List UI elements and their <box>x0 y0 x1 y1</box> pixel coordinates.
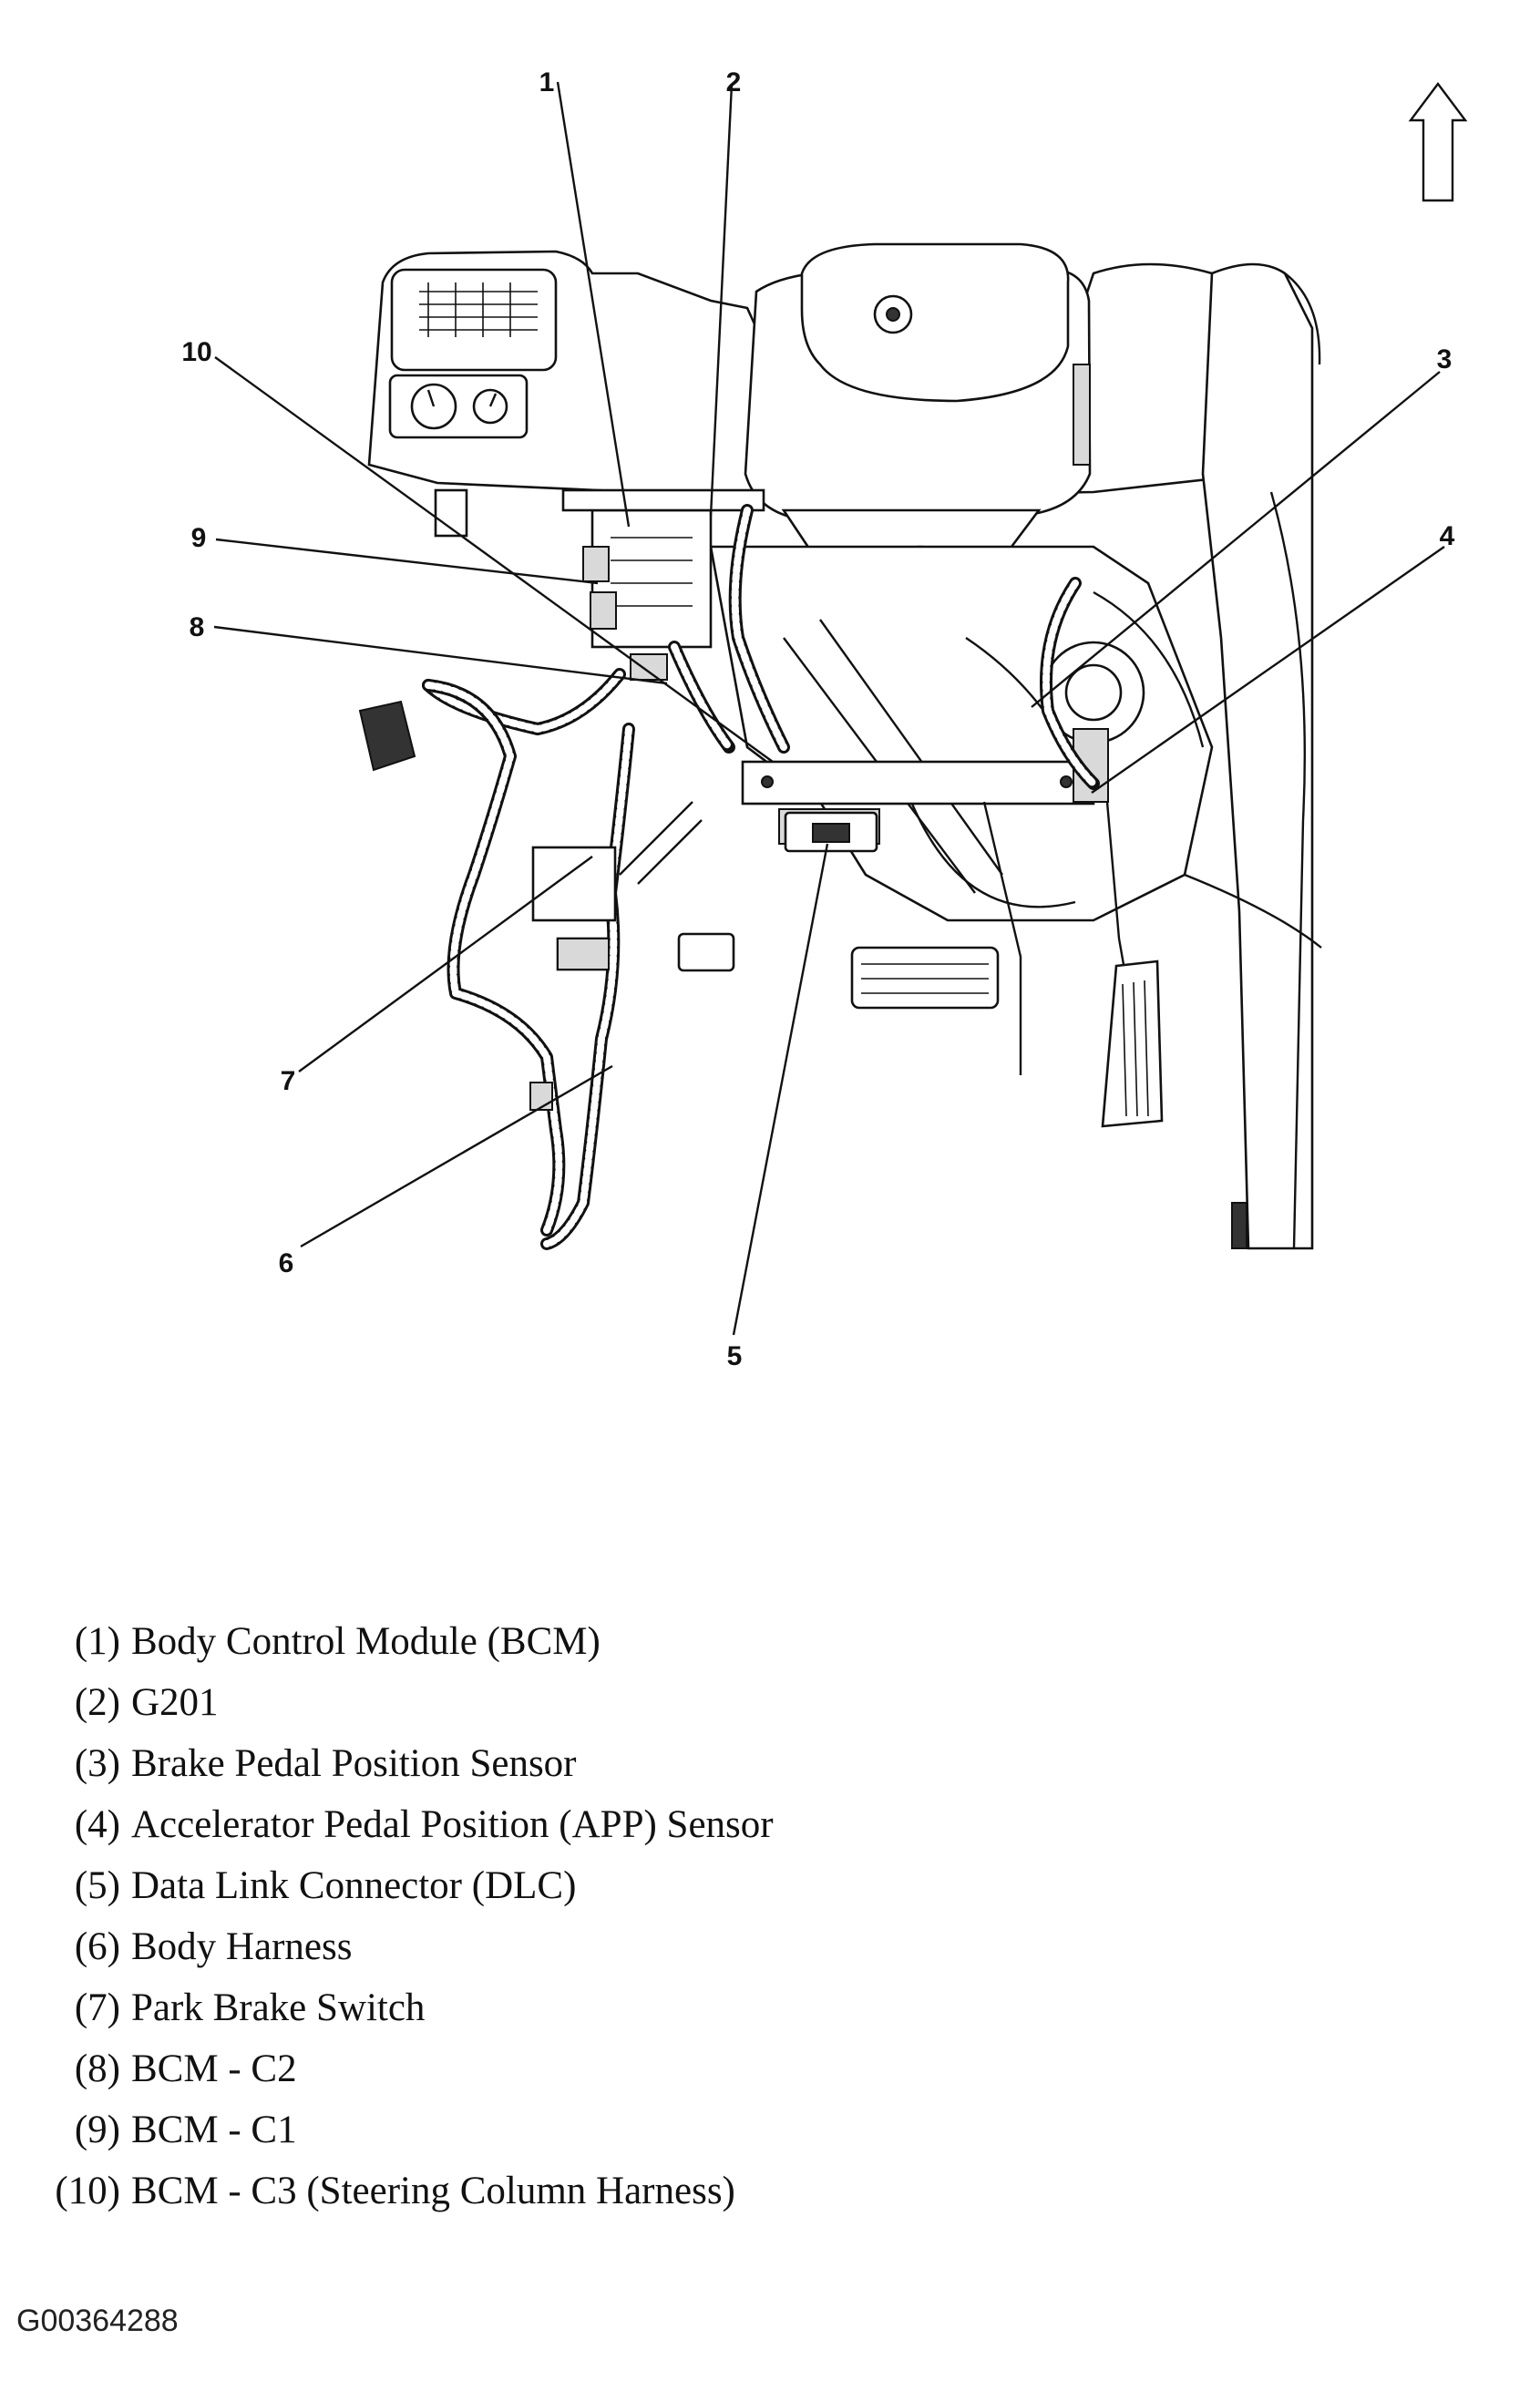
legend-number: (8) <box>74 2047 120 2090</box>
legend-label: BCM - C2 <box>131 2047 297 2090</box>
leader-line-5 <box>732 843 829 1336</box>
legend-item: (5) Data Link Connector (DLC) <box>47 1855 1141 1916</box>
legend-item: (7) Park Brake Switch <box>47 1977 1141 2038</box>
legend-label: Park Brake Switch <box>131 1986 426 2029</box>
legend-number: (3) <box>74 1742 120 1785</box>
legend-item: (2) G201 <box>47 1672 1141 1733</box>
legend-label: Data Link Connector (DLC) <box>131 1864 577 1907</box>
leader-line-10 <box>214 356 774 763</box>
component-legend: (1) Body Control Module (BCM) (2) G201 (3)… <box>47 1611 1141 2222</box>
up-arrow-icon <box>1408 82 1468 202</box>
legend-number: (10) <box>55 2170 120 2212</box>
legend-item: (1) Body Control Module (BCM) <box>47 1611 1141 1672</box>
leader-line-4 <box>1091 546 1445 794</box>
leader-line-7 <box>298 856 593 1072</box>
callout-1: 1 <box>539 67 555 97</box>
callout-7: 7 <box>281 1066 296 1096</box>
legend-item: (4) Accelerator Pedal Position (APP) Sens… <box>47 1794 1141 1855</box>
callout-5: 5 <box>727 1341 743 1371</box>
legend-number: (2) <box>74 1681 120 1724</box>
legend-label: G201 <box>131 1681 219 1724</box>
callout-9: 9 <box>191 523 207 553</box>
callout-10: 10 <box>181 337 211 367</box>
legend-label: Body Harness <box>131 1925 353 1968</box>
legend-label: Accelerator Pedal Position (APP) Sensor <box>131 1803 774 1846</box>
callout-2: 2 <box>726 67 742 97</box>
legend-item: (10) BCM - C3 (Steering Column Harness) <box>47 2160 1141 2222</box>
legend-item: (9) BCM - C1 <box>47 2099 1141 2160</box>
callout-6: 6 <box>279 1248 294 1278</box>
legend-item: (6) Body Harness <box>47 1916 1141 1977</box>
under-dash-illustration <box>358 242 1322 1250</box>
legend-label: Body Control Module (BCM) <box>131 1620 601 1663</box>
figure-id: G00364288 <box>16 2304 179 2338</box>
leader-line-6 <box>300 1064 613 1248</box>
leader-lines <box>213 81 1445 1336</box>
legend-label: Brake Pedal Position Sensor <box>131 1742 577 1785</box>
legend-item: (3) Brake Pedal Position Sensor <box>47 1733 1141 1794</box>
leader-line-3 <box>1031 371 1441 708</box>
legend-label: BCM - C1 <box>131 2109 297 2151</box>
legend-label: BCM - C3 (Steering Column Harness) <box>131 2170 735 2212</box>
legend-number: (6) <box>74 1925 120 1968</box>
leader-line-9 <box>215 538 599 585</box>
leader-line-8 <box>213 625 668 685</box>
callout-numbers: 1 2 3 4 5 6 7 8 9 10 <box>181 67 1454 1371</box>
component-locator-diagram: 1 2 3 4 5 6 7 8 9 10 <box>181 67 1468 1371</box>
legend-number: (5) <box>74 1864 120 1907</box>
legend-number: (4) <box>74 1803 120 1846</box>
leader-line-2 <box>709 83 734 517</box>
callout-4: 4 <box>1440 521 1455 551</box>
legend-number: (7) <box>74 1986 120 2029</box>
callout-3: 3 <box>1437 344 1453 375</box>
leader-line-1 <box>556 81 631 528</box>
legend-number: (9) <box>74 2109 120 2151</box>
legend-item: (8) BCM - C2 <box>47 2038 1141 2099</box>
legend-number: (1) <box>74 1620 120 1663</box>
callout-8: 8 <box>190 612 205 642</box>
